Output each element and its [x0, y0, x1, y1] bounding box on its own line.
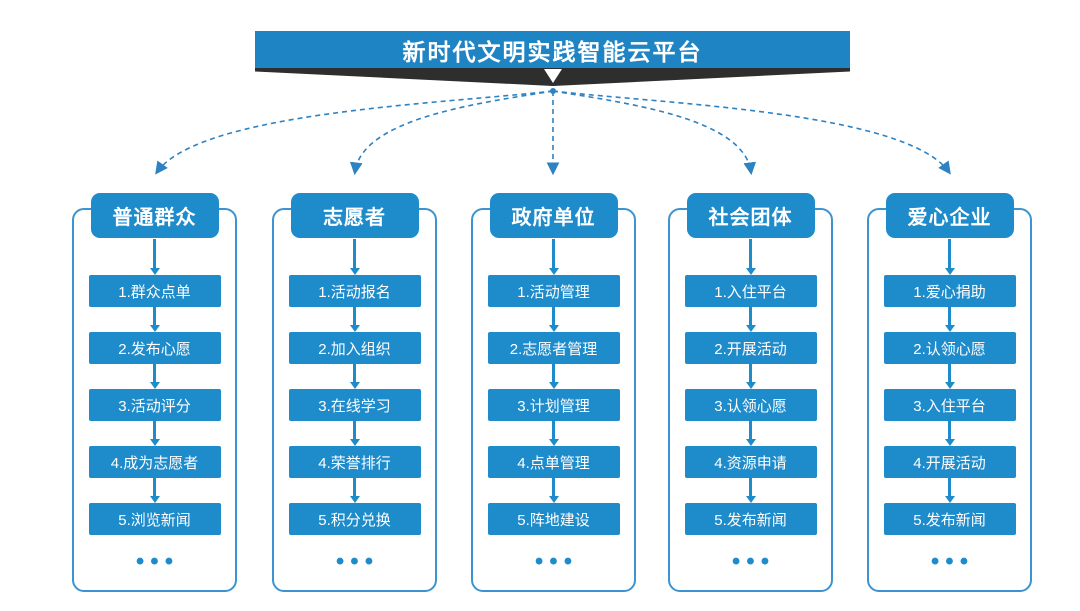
dashed-connector-2 [349, 90, 554, 176]
down-arrow [153, 239, 156, 268]
column-header: 志愿者 [290, 193, 419, 238]
flow-step: 2.开展活动 [684, 332, 817, 364]
down-arrow [749, 307, 752, 325]
column-header: 社会团体 [686, 193, 815, 238]
flow-step: 2.志愿者管理 [487, 332, 620, 364]
column-body: 1.爱心捐助 2.认领心愿 3.入住平台 4.开展活动 5.发布新闻 ••• [869, 239, 1030, 575]
flow-step: 2.加入组织 [288, 332, 421, 364]
flow-step: 4.资源申请 [684, 446, 817, 478]
flow-step: 5.浏览新闻 [88, 503, 221, 535]
column-header: 普通群众 [90, 193, 219, 238]
flow-step: 5.阵地建设 [487, 503, 620, 535]
down-arrow [948, 421, 951, 439]
flow-step: 3.认领心愿 [684, 389, 817, 421]
ellipsis-dots: ••• [731, 548, 776, 575]
down-arrow [948, 239, 951, 268]
flow-step: 4.开展活动 [883, 446, 1016, 478]
flow-step: 3.在线学习 [288, 389, 421, 421]
column-body: 1.入住平台 2.开展活动 3.认领心愿 4.资源申请 5.发布新闻 ••• [670, 239, 831, 575]
column-volunteers: 志愿者 1.活动报名 2.加入组织 3.在线学习 4.荣誉排行 5.积分兑换 •… [272, 193, 437, 592]
flow-step: 4.荣誉排行 [288, 446, 421, 478]
down-arrow [353, 364, 356, 382]
down-arrow [552, 307, 555, 325]
ellipsis-dots: ••• [930, 548, 975, 575]
down-arrow [749, 421, 752, 439]
down-arrow [552, 478, 555, 496]
down-arrow [552, 364, 555, 382]
down-arrow [353, 239, 356, 268]
down-arrow [353, 307, 356, 325]
column-header: 政府单位 [489, 193, 618, 238]
flow-step: 3.计划管理 [487, 389, 620, 421]
flow-step: 1.入住平台 [684, 275, 817, 307]
column-government-units: 政府单位 1.活动管理 2.志愿者管理 3.计划管理 4.点单管理 5.阵地建设… [471, 193, 636, 592]
flow-step: 5.发布新闻 [883, 503, 1016, 535]
flow-step: 1.活动报名 [288, 275, 421, 307]
flow-step: 2.认领心愿 [883, 332, 1016, 364]
flow-step: 1.活动管理 [487, 275, 620, 307]
flow-step: 5.积分兑换 [288, 503, 421, 535]
down-arrow [153, 421, 156, 439]
down-arrow [749, 239, 752, 268]
down-arrow [153, 364, 156, 382]
flow-step: 1.爱心捐助 [883, 275, 1016, 307]
platform-title-banner: 新时代文明实践智能云平台 [255, 31, 850, 68]
flow-step: 5.发布新闻 [684, 503, 817, 535]
ellipsis-dots: ••• [534, 548, 579, 575]
flow-step: 4.成为志愿者 [88, 446, 221, 478]
dashed-connector-1 [155, 90, 554, 175]
connector-hub-dot [550, 88, 556, 94]
dashed-connector-5 [552, 90, 951, 175]
down-arrow [552, 239, 555, 268]
down-arrow [552, 421, 555, 439]
flow-step: 4.点单管理 [487, 446, 620, 478]
ellipsis-dots: ••• [135, 548, 180, 575]
dashed-connector-4 [552, 90, 757, 176]
column-body: 1.活动报名 2.加入组织 3.在线学习 4.荣誉排行 5.积分兑换 ••• [274, 239, 435, 575]
down-arrow [749, 364, 752, 382]
column-body: 1.活动管理 2.志愿者管理 3.计划管理 4.点单管理 5.阵地建设 ••• [473, 239, 634, 575]
down-arrow [153, 478, 156, 496]
column-ordinary-people: 普通群众 1.群众点单 2.发布心愿 3.活动评分 4.成为志愿者 5.浏览新闻… [72, 193, 237, 592]
down-arrow [353, 421, 356, 439]
column-body: 1.群众点单 2.发布心愿 3.活动评分 4.成为志愿者 5.浏览新闻 ••• [74, 239, 235, 575]
banner-shadow-ribbon [255, 67, 850, 86]
flow-step: 3.活动评分 [88, 389, 221, 421]
down-triangle-icon [544, 69, 562, 83]
down-arrow [948, 307, 951, 325]
down-arrow [749, 478, 752, 496]
flow-step: 3.入住平台 [883, 389, 1016, 421]
down-arrow [948, 364, 951, 382]
flow-step: 1.群众点单 [88, 275, 221, 307]
down-arrow [153, 307, 156, 325]
column-social-organizations: 社会团体 1.入住平台 2.开展活动 3.认领心愿 4.资源申请 5.发布新闻 … [668, 193, 833, 592]
down-arrow [948, 478, 951, 496]
flow-step: 2.发布心愿 [88, 332, 221, 364]
column-caring-enterprises: 爱心企业 1.爱心捐助 2.认领心愿 3.入住平台 4.开展活动 5.发布新闻 … [867, 193, 1032, 592]
column-header: 爱心企业 [885, 193, 1014, 238]
ellipsis-dots: ••• [335, 548, 380, 575]
down-arrow [353, 478, 356, 496]
